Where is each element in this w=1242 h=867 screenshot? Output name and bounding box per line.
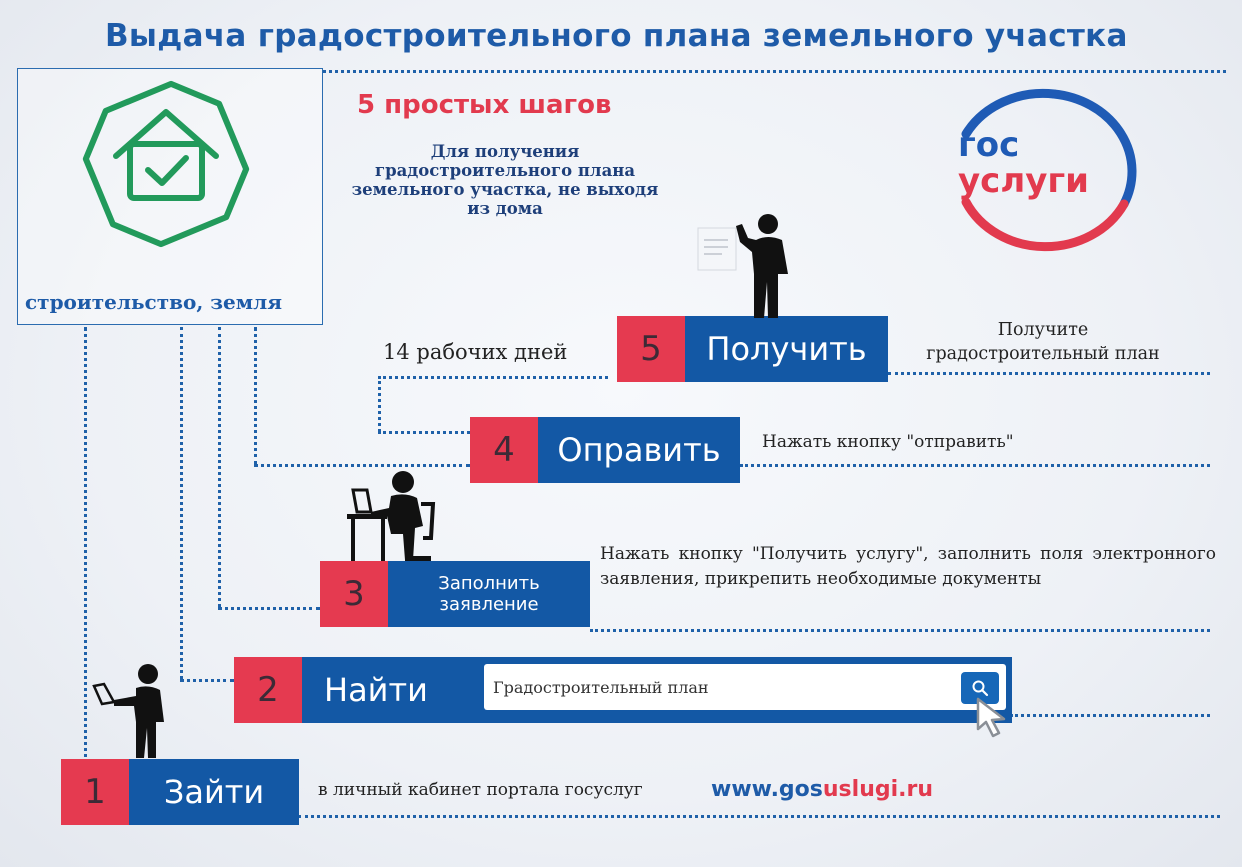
document-icon <box>697 227 737 271</box>
step-5-underline <box>888 372 1210 375</box>
category-label: строительство, земля <box>25 290 282 314</box>
step-label: Получить <box>685 316 888 382</box>
connector-line <box>218 607 320 610</box>
step-2-underline <box>1010 714 1210 717</box>
search-button[interactable] <box>961 672 999 704</box>
step-number: 1 <box>61 759 129 825</box>
step-4: 4 Оправить <box>470 417 740 483</box>
step-4-underline <box>740 464 1210 467</box>
person-icon <box>736 214 788 318</box>
step-1: 1 Зайти <box>61 759 299 825</box>
step-3-underline <box>590 629 1210 632</box>
subtitle: Для получения градостроительного плана з… <box>351 142 659 218</box>
step-label: Заполнить заявление <box>388 561 590 627</box>
step-number: 2 <box>234 657 302 723</box>
step-4-description: Нажать кнопку "отправить" <box>762 432 1014 452</box>
step-5: 5 Получить <box>617 316 888 382</box>
step-number: 4 <box>470 417 538 483</box>
url-part-1: www.gos <box>711 777 823 802</box>
connector-line <box>218 327 221 607</box>
search-icon <box>972 680 989 697</box>
logo-line1: гос <box>958 125 1020 165</box>
cursor-arrow-icon <box>976 697 1006 738</box>
gosuslugi-logo-icon <box>961 88 1137 252</box>
connector-line <box>180 679 234 682</box>
gosuslugi-link[interactable]: www.gosuslugi.ru <box>711 777 933 802</box>
connector-line <box>378 376 608 379</box>
step-5-duration: 14 рабочих дней <box>383 340 568 364</box>
step-1-underline <box>298 815 1220 818</box>
connector-line <box>180 327 183 679</box>
connector-line <box>378 431 470 434</box>
step-1-description: в личный кабинет портала госуслуг <box>318 780 643 800</box>
logo-line2: услуги <box>958 161 1089 201</box>
person-with-tablet-icon <box>92 664 164 758</box>
step-number: 3 <box>320 561 388 627</box>
connector-line <box>378 376 381 432</box>
page-title: Выдача градостроительного плана земельно… <box>105 18 1128 54</box>
step-label: Оправить <box>538 417 740 483</box>
step-5-description: Получите градостроительный план <box>926 320 1160 364</box>
step-3-description: Нажать кнопку "Получить услугу", заполни… <box>600 544 1216 589</box>
title-divider <box>323 70 1226 73</box>
step-number: 5 <box>617 316 685 382</box>
house-check-icon <box>82 80 250 248</box>
person-at-desk-icon <box>347 471 436 561</box>
steps-headline: 5 простых шагов <box>357 90 612 120</box>
step-3: 3 Заполнить заявление <box>320 561 590 627</box>
url-part-2: uslugi.ru <box>822 777 934 802</box>
step-label: Зайти <box>129 759 299 825</box>
search-input-value: Градостроительный план <box>493 678 709 697</box>
connector-line <box>254 464 470 467</box>
search-input[interactable] <box>484 664 1006 710</box>
connector-line <box>84 327 87 765</box>
connector-line <box>254 327 257 465</box>
